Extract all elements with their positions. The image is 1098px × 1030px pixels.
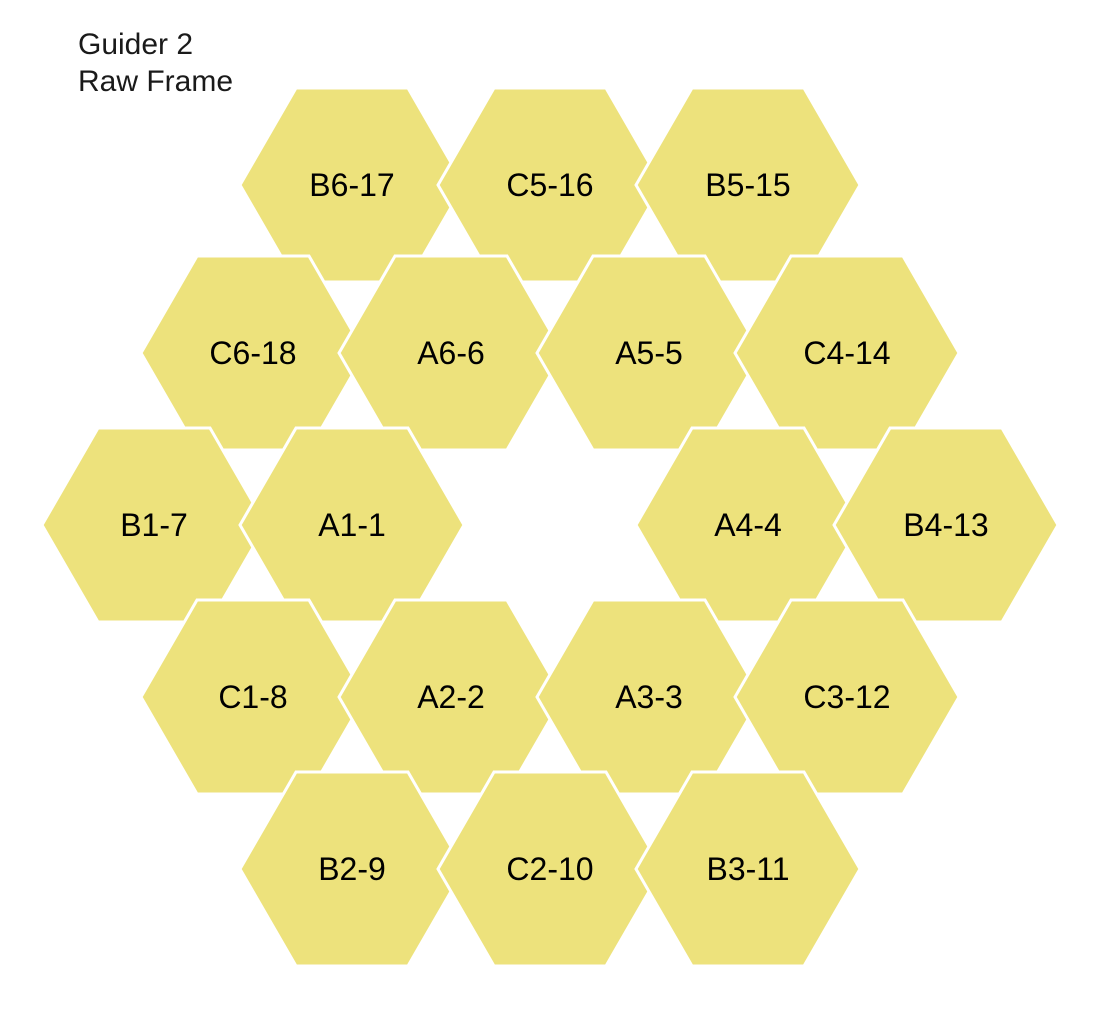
segment-label: A5-5 xyxy=(615,335,683,371)
segment-a1-1: A1-1 xyxy=(238,426,466,624)
segment-a6-6: A6-6 xyxy=(337,254,565,452)
segment-label: B5-15 xyxy=(705,167,790,203)
segment-label: B1-7 xyxy=(120,507,188,543)
segment-hexagon xyxy=(634,770,862,968)
segment-label: C4-14 xyxy=(803,335,890,371)
segment-c1-8: C1-8 xyxy=(139,598,367,796)
segment-a4-4: A4-4 xyxy=(634,426,862,624)
segment-label: A6-6 xyxy=(417,335,485,371)
segment-c3-12: C3-12 xyxy=(733,598,961,796)
segment-label: C5-16 xyxy=(506,167,593,203)
segment-a3-3: A3-3 xyxy=(535,598,763,796)
segment-a5-5: A5-5 xyxy=(535,254,763,452)
segment-label: A1-1 xyxy=(318,507,386,543)
segment-b1-7: B1-7 xyxy=(40,426,268,624)
segment-c5-16: C5-16 xyxy=(436,86,664,284)
segment-b4-13: B4-13 xyxy=(832,426,1060,624)
segment-label: B3-11 xyxy=(706,851,789,887)
segment-c6-18: C6-18 xyxy=(139,254,367,452)
segment-b5-15: B5-15 xyxy=(634,86,862,284)
segment-label: A4-4 xyxy=(714,507,782,543)
segment-a2-2: A2-2 xyxy=(337,598,565,796)
segment-label: A2-2 xyxy=(417,679,485,715)
segment-label: B4-13 xyxy=(903,507,988,543)
segment-label: C6-18 xyxy=(209,335,296,371)
segment-c2-10: C2-10 xyxy=(436,770,664,968)
segment-label: A3-3 xyxy=(615,679,683,715)
title-line-guider: Guider 2 xyxy=(78,28,194,61)
title-line-frame: Raw Frame xyxy=(78,65,234,98)
segment-label: C2-10 xyxy=(506,851,593,887)
segment-label: C1-8 xyxy=(218,679,287,715)
segment-b3-11: B3-11 xyxy=(634,770,862,968)
figure-title: Guider 2 Raw Frame xyxy=(78,26,233,100)
segment-label: B6-17 xyxy=(309,167,394,203)
segment-c4-14: C4-14 xyxy=(733,254,961,452)
segment-b6-17: B6-17 xyxy=(238,86,466,284)
segment-label: B2-9 xyxy=(318,851,386,887)
segment-b2-9: B2-9 xyxy=(238,770,466,968)
segment-label: C3-12 xyxy=(803,679,890,715)
